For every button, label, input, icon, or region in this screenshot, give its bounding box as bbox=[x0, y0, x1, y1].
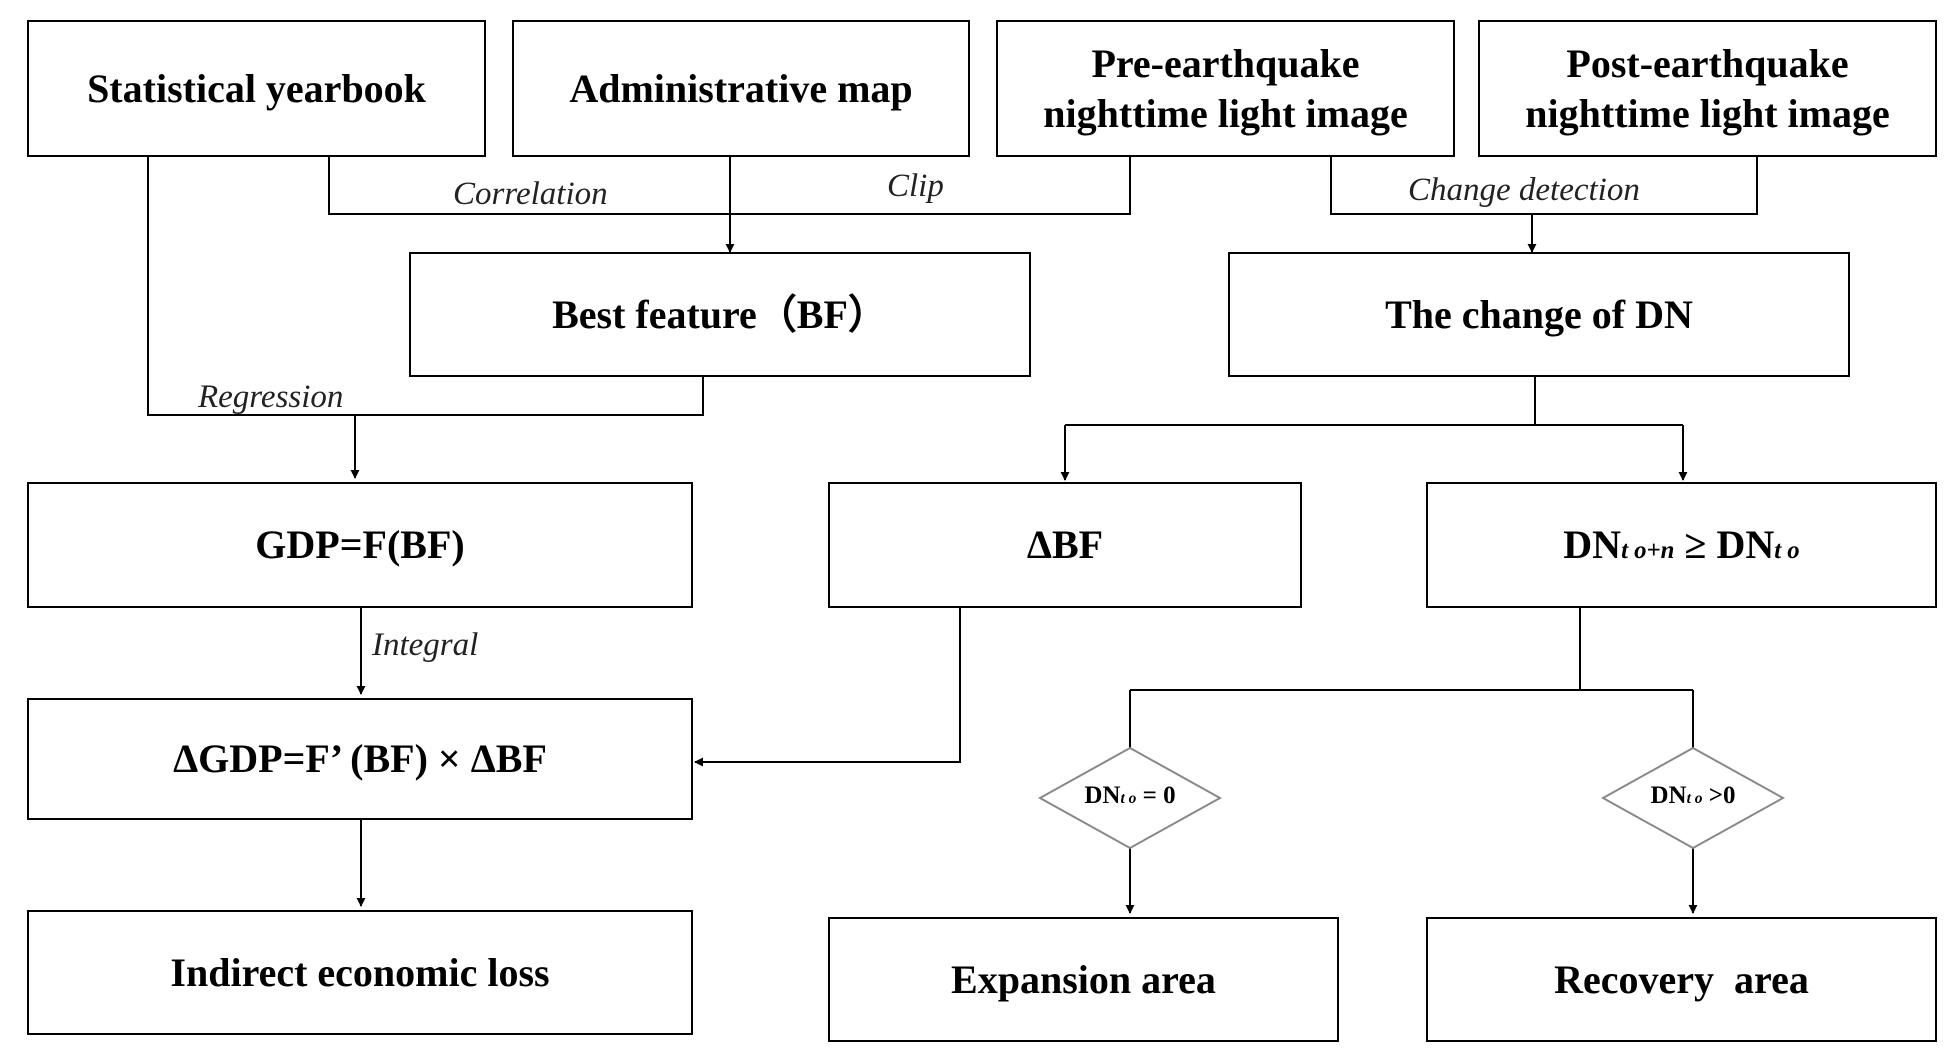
decision-zero-sub: t o bbox=[1120, 790, 1137, 807]
decision-positive-rest: >0 bbox=[1702, 782, 1736, 809]
delta-gdp-label: ΔGDP=F’ (BF) × ΔBF bbox=[173, 736, 547, 781]
dn-condition-label: DNt o+n ≥ DNt o bbox=[1563, 520, 1799, 570]
delta-bf-label: ΔBF bbox=[1026, 522, 1104, 567]
post-earthquake-label-line1: Post-earthquake bbox=[1566, 40, 1849, 86]
dn-condition-operator: ≥ bbox=[1684, 522, 1707, 567]
edge-label-integral: Integral bbox=[372, 627, 479, 663]
decision-positive-label: DNt o >0 bbox=[1613, 782, 1773, 810]
decision-positive-main: DN bbox=[1650, 782, 1687, 809]
statistical-yearbook-label: Statistical yearbook bbox=[87, 65, 426, 111]
decision-zero-rest: = 0 bbox=[1136, 782, 1176, 809]
post-earthquake-label-line2: nighttime light image bbox=[1525, 90, 1890, 136]
edge-delta-bf-to-gdp bbox=[694, 608, 961, 767]
decision-zero-main: DN bbox=[1084, 782, 1121, 809]
gdp-function-box: GDP=F(BF) bbox=[27, 482, 693, 608]
recovery-area-label: Recovery area bbox=[1554, 956, 1809, 1002]
delta-gdp-box: ΔGDP=F’ (BF) × ΔBF bbox=[27, 698, 693, 820]
pre-earthquake-label-line1: Pre-earthquake bbox=[1091, 40, 1360, 86]
dn-condition-box: DNt o+n ≥ DNt o bbox=[1426, 482, 1937, 608]
indirect-loss-label: Indirect economic loss bbox=[170, 949, 550, 995]
best-feature-box: Best feature（BF） bbox=[409, 252, 1031, 377]
edge-label-change-detection: Change detection bbox=[1408, 172, 1640, 208]
delta-bf-box: ΔBF bbox=[828, 482, 1302, 608]
indirect-loss-box: Indirect economic loss bbox=[27, 910, 693, 1035]
dn-condition-main: DN bbox=[1563, 522, 1622, 567]
dn-condition-sub-left: t o+n bbox=[1621, 537, 1675, 564]
edge-label-clip: Clip bbox=[887, 168, 944, 204]
edge-change-detection bbox=[1330, 157, 1758, 215]
pre-earthquake-label-line2: nighttime light image bbox=[1043, 90, 1408, 136]
decision-positive-diamond bbox=[1600, 746, 1786, 850]
decision-zero-label: DNt o = 0 bbox=[1050, 782, 1210, 810]
dn-condition-main2: DN bbox=[1716, 522, 1775, 567]
decision-positive-sub: t o bbox=[1686, 790, 1703, 807]
edge-regression bbox=[147, 157, 704, 416]
edge-label-regression: Regression bbox=[198, 379, 344, 415]
statistical-yearbook-box: Statistical yearbook bbox=[27, 20, 486, 157]
dn-condition-sub-right: t o bbox=[1774, 537, 1800, 564]
edge-label-correlation: Correlation bbox=[453, 176, 608, 212]
gdp-function-label: GDP=F(BF) bbox=[255, 522, 465, 567]
administrative-map-label: Administrative map bbox=[569, 65, 913, 111]
change-of-dn-box: The change of DN bbox=[1228, 252, 1850, 377]
expansion-area-label: Expansion area bbox=[951, 956, 1216, 1002]
decision-zero-diamond bbox=[1037, 746, 1223, 850]
pre-earthquake-box: Pre-earthquake nighttime light image bbox=[996, 20, 1455, 157]
recovery-area-box: Recovery area bbox=[1426, 917, 1937, 1042]
expansion-area-box: Expansion area bbox=[828, 917, 1339, 1042]
change-of-dn-label: The change of DN bbox=[1385, 291, 1693, 337]
post-earthquake-box: Post-earthquake nighttime light image bbox=[1478, 20, 1937, 157]
best-feature-label: Best feature（BF） bbox=[552, 291, 888, 337]
administrative-map-box: Administrative map bbox=[512, 20, 970, 157]
